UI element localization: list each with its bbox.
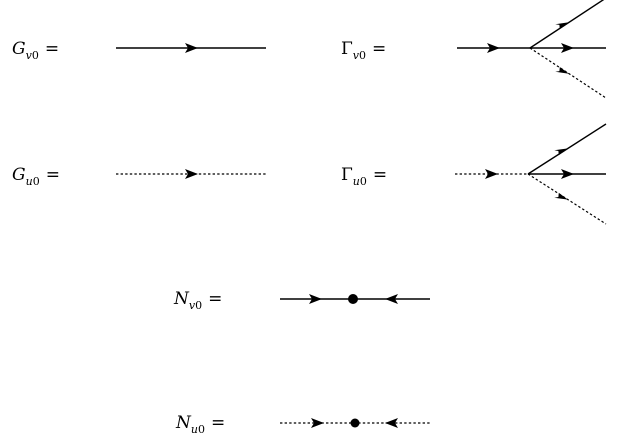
label-g-v0-sub-num: 0 — [32, 49, 39, 62]
arrow-upright-icon — [554, 148, 568, 156]
arrow-left-icon — [385, 294, 398, 304]
vertex-gamma-v0 — [457, 0, 607, 99]
propagator-g-u0 — [116, 169, 266, 179]
arrow-left-icon — [385, 418, 398, 428]
label-gamma-v0-equals: = — [372, 39, 386, 59]
label-gamma-v0-symbol: Γ — [341, 39, 353, 59]
label-gamma-v0-sub-var: v — [353, 49, 360, 62]
arrow-right-icon — [561, 43, 574, 53]
label-g-v0-symbol: G — [12, 39, 26, 59]
label-gamma-v0: Γv0 = — [341, 39, 386, 62]
label-g-v0-sub-var: v — [26, 49, 33, 62]
vertex-gamma-u0 — [455, 123, 607, 225]
vertex-gamma-v0-out-lower — [529, 47, 607, 99]
label-gamma-v0-sub-num: 0 — [359, 49, 366, 62]
noise-vertex-n-u0 — [280, 418, 430, 428]
arrow-upright-icon — [555, 22, 569, 29]
label-gamma-u0: Γu0 = — [341, 165, 387, 188]
label-n-u0-sub-num: 0 — [198, 423, 205, 436]
arrow-right-icon — [485, 169, 498, 179]
label-g-u0-sub-var: u — [26, 175, 33, 188]
vertex-dot — [350, 418, 360, 428]
label-n-u0-symbol: N — [175, 413, 192, 433]
label-gamma-u0-symbol: Γ — [341, 165, 353, 185]
arrow-downright-icon — [555, 67, 569, 74]
label-n-v0-symbol: N — [173, 289, 190, 309]
vertex-dot — [348, 294, 358, 304]
label-n-v0-sub-num: 0 — [195, 299, 202, 312]
label-gamma-u0-sub-num: 0 — [360, 175, 367, 188]
arrow-right-icon — [309, 294, 322, 304]
label-n-v0-equals: = — [208, 289, 222, 309]
label-g-v0-equals: = — [45, 39, 59, 59]
label-n-v0: Nv0 = — [173, 289, 222, 312]
vertex-gamma-v0-out-upper — [529, 0, 605, 49]
label-gamma-u0-equals: = — [373, 165, 387, 185]
label-g-u0: Gu0 = — [12, 165, 60, 188]
propagator-g-v0 — [116, 43, 266, 53]
label-n-u0: Nu0 = — [175, 413, 225, 436]
arrow-right-icon — [561, 169, 574, 179]
arrow-right-icon — [185, 43, 198, 53]
label-g-u0-symbol: G — [12, 165, 26, 185]
arrow-right-icon — [487, 43, 500, 53]
label-gamma-u0-sub-var: u — [353, 175, 360, 188]
noise-vertex-n-v0 — [280, 294, 430, 304]
arrow-right-icon — [311, 418, 324, 428]
arrow-right-icon — [185, 169, 198, 179]
label-g-u0-equals: = — [46, 165, 60, 185]
label-n-u0-sub-var: u — [191, 423, 198, 436]
label-g-u0-sub-num: 0 — [33, 175, 40, 188]
label-n-v0-sub-var: v — [189, 299, 196, 312]
label-g-v0: Gv0 = — [12, 39, 59, 62]
arrow-downright-icon — [554, 192, 568, 200]
label-n-u0-equals: = — [211, 413, 225, 433]
